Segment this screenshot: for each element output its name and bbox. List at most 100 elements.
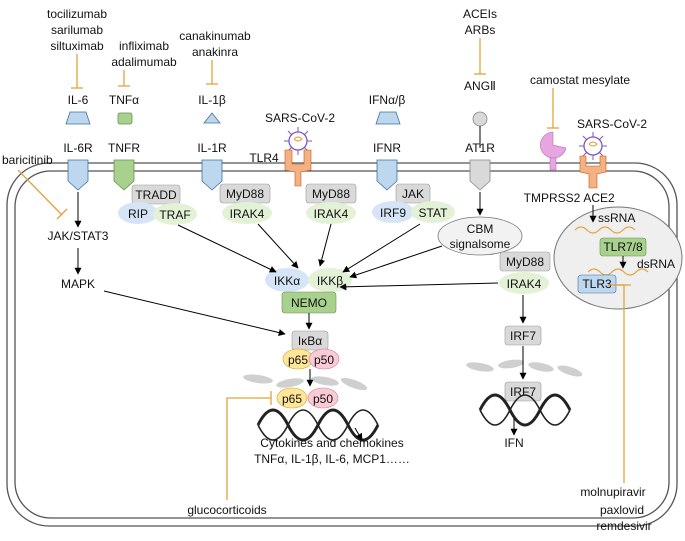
irak4-ellipse-endosome (499, 272, 549, 294)
ikba-label: IκBα (298, 334, 322, 348)
drug-molnupiravir: molnupiravir (580, 485, 645, 499)
il1b-ligand-icon (203, 112, 221, 124)
dsrna-label: dsRNA (637, 257, 675, 271)
sars-cov2-right-label: SARS-CoV-2 (577, 117, 647, 131)
drug-siltuximab: siltuximab (50, 39, 104, 53)
ikkb-label: IKKβ (317, 274, 343, 288)
tnfr-receptor-icon (113, 159, 135, 191)
rip-label: RIP (128, 207, 148, 221)
drug-remdesivir: remdesivir (596, 519, 651, 533)
traf-ellipse (153, 203, 197, 225)
receptor-tlr4-label: TLR4 (249, 151, 279, 165)
ligand-il1b-label: IL-1β (198, 93, 226, 107)
sars-cov2-left-label: SARS-CoV-2 (265, 111, 335, 125)
ssrna-wave (574, 226, 636, 234)
receptor-tmprss2-label: TMPRSS2 (524, 191, 581, 205)
pathway-arrows (74, 126, 627, 441)
nuclear-pores-right (466, 359, 583, 377)
virus-icon-left (284, 127, 312, 155)
tlr3-box (577, 274, 617, 294)
drug-baricitinib: baricitinib (2, 153, 53, 167)
receptor-tnfr-label: TNFR (108, 141, 140, 155)
cell-membrane-outer (6, 162, 678, 527)
ang2-ligand-icon (472, 111, 488, 127)
rip-ellipse (118, 202, 158, 224)
drug-camostat-mesylate: camostat mesylate (530, 73, 630, 87)
cytokines-title: Cytokines and chemokines (260, 436, 403, 450)
mapk-label: MAPK (61, 277, 95, 291)
dna-helix-right (478, 393, 572, 427)
irak4-ellipse-il1r (222, 202, 272, 224)
irf7-nuc-label: IRF7 (510, 385, 536, 399)
drug-glucocorticoids: glucocorticoids (187, 503, 266, 517)
myd88-endosome-label: MyD88 (506, 255, 544, 269)
irf9-ellipse (372, 201, 414, 223)
jak-box (395, 183, 431, 204)
ace2-receptor-icon (579, 155, 607, 189)
drug-inhibition-lines (71, 38, 559, 129)
il6-ligand-icon (65, 111, 91, 125)
receptor-il1r-label: IL-1R (197, 141, 227, 155)
drug-canakinumab: canakinumab (179, 29, 251, 43)
irf7-box-cyto (504, 325, 542, 346)
p65-label: p65 (288, 353, 308, 367)
ifn-ligand-icon (375, 111, 401, 125)
p65-nuclear-label: p65 (282, 392, 302, 406)
ligand-ifn-label: IFNα/β (369, 93, 406, 107)
cytokines-list: TNFα, IL-1β, IL-6, MCP1…… (254, 452, 410, 466)
drug-tocilizumab: tocilizumab (47, 7, 107, 21)
p50-label: p50 (314, 353, 334, 367)
drug-infliximab: infliximab (119, 39, 169, 53)
drug-arbs: ARBs (465, 23, 496, 37)
p50-nuclear-label: p50 (313, 392, 333, 406)
ifnr-receptor-icon (376, 159, 398, 191)
p65-nuclear-ellipse (276, 387, 308, 409)
drug-sarilumab: sarilumab (51, 23, 103, 37)
jak-stat3-label: JAK/STAT3 (48, 229, 109, 243)
il1r-receptor-icon (201, 159, 223, 191)
irak4-il1r-label: IRAK4 (230, 207, 265, 221)
irak4-ellipse-tlr4 (306, 202, 356, 224)
virus-icon-right (579, 132, 607, 160)
receptor-ifnr-label: IFNR (373, 141, 401, 155)
receptor-il6r-label: IL-6R (63, 141, 93, 155)
signalsome-label: signalsome (450, 237, 511, 251)
at1r-receptor-icon (469, 159, 491, 191)
myd88-box-endosome (499, 251, 551, 272)
irak4-tlr4-label: IRAK4 (314, 207, 349, 221)
tmprss2-icon (540, 131, 567, 171)
irf7-box-nuc (504, 381, 542, 402)
cbm-signalsome-ellipse (437, 216, 523, 256)
ikba-box (291, 330, 329, 351)
tradd-label: TRADD (135, 188, 177, 202)
p50-ellipse (308, 348, 340, 370)
ligand-il6-label: IL-6 (68, 93, 89, 107)
drug-paxlovid: paxlovid (600, 503, 644, 517)
tradd-box (131, 184, 181, 205)
ifn-output-label: IFN (504, 436, 523, 450)
p50-nuclear-ellipse (307, 387, 339, 409)
irf7-cyto-label: IRF7 (510, 329, 536, 343)
baricitinib-inhibition-line (17, 169, 63, 216)
dsrna-wave (587, 268, 649, 276)
myd88-tlr4-label: MyD88 (312, 187, 350, 201)
stat-ellipse (411, 201, 455, 223)
jak-label: JAK (402, 187, 424, 201)
tlr78-label: TLR7/8 (603, 240, 643, 254)
irf9-label: IRF9 (380, 206, 406, 220)
irak4-endosome-label: IRAK4 (507, 277, 542, 291)
ikka-label: IKKα (274, 274, 300, 288)
ligand-tnfa-label: TNFα (109, 93, 139, 107)
glucocorticoids-inhibition-line (226, 397, 271, 500)
cell-membrane-inner (14, 170, 670, 519)
ikka-ellipse (265, 268, 309, 292)
ssrna-label: ssRNA (598, 211, 635, 225)
drug-aceis: ACEIs (463, 7, 497, 21)
tnfa-ligand-icon (117, 112, 133, 125)
drug-anakinra: anakinra (192, 45, 238, 59)
stat-label: STAT (419, 206, 449, 220)
receptor-ace2-label: ACE2 (583, 191, 615, 205)
traf-label: TRAF (159, 208, 190, 222)
antiviral-inhibition-line (608, 284, 625, 483)
